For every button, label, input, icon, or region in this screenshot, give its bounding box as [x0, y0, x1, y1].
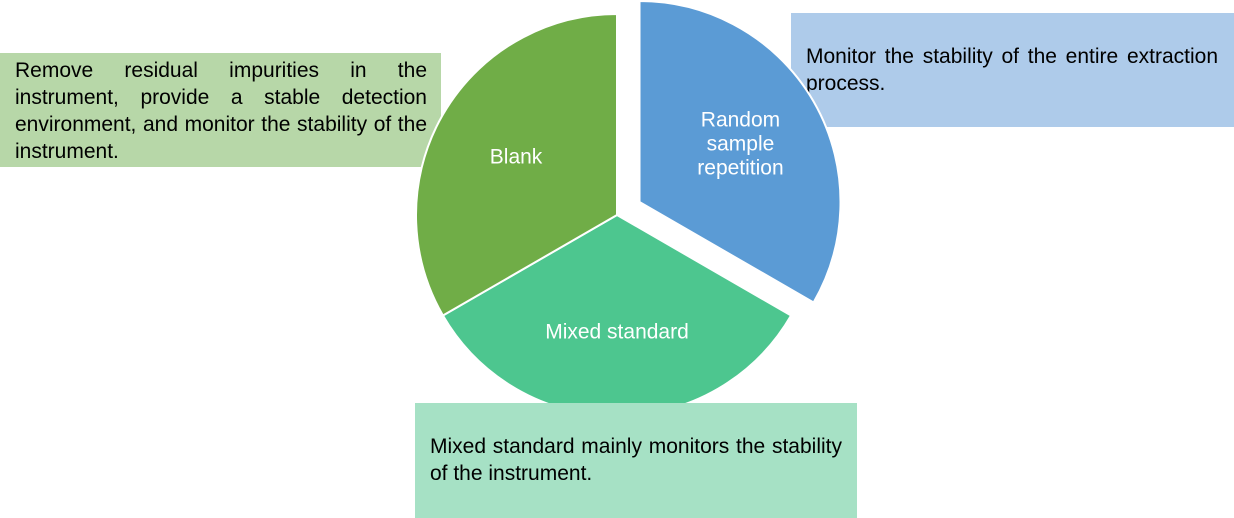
pie-slice-random-sample-repetition — [638, 0, 842, 304]
random-description-text: Monitor the stability of the entire extr… — [806, 45, 1218, 95]
blank-description-box: Remove residual impurities in the instru… — [0, 53, 441, 167]
pie-slice-blank — [415, 12, 618, 317]
pie-label-mixed-standard: Mixed standard — [545, 321, 689, 344]
random-description-box: Monitor the stability of the entire extr… — [791, 13, 1234, 127]
mixed-description-text: Mixed standard mainly monitors the stabi… — [430, 435, 842, 485]
blank-description-text: Remove residual impurities in the instru… — [15, 59, 427, 163]
mixed-description-box: Mixed standard mainly monitors the stabi… — [415, 403, 857, 518]
pie-label-blank: Blank — [490, 146, 543, 169]
